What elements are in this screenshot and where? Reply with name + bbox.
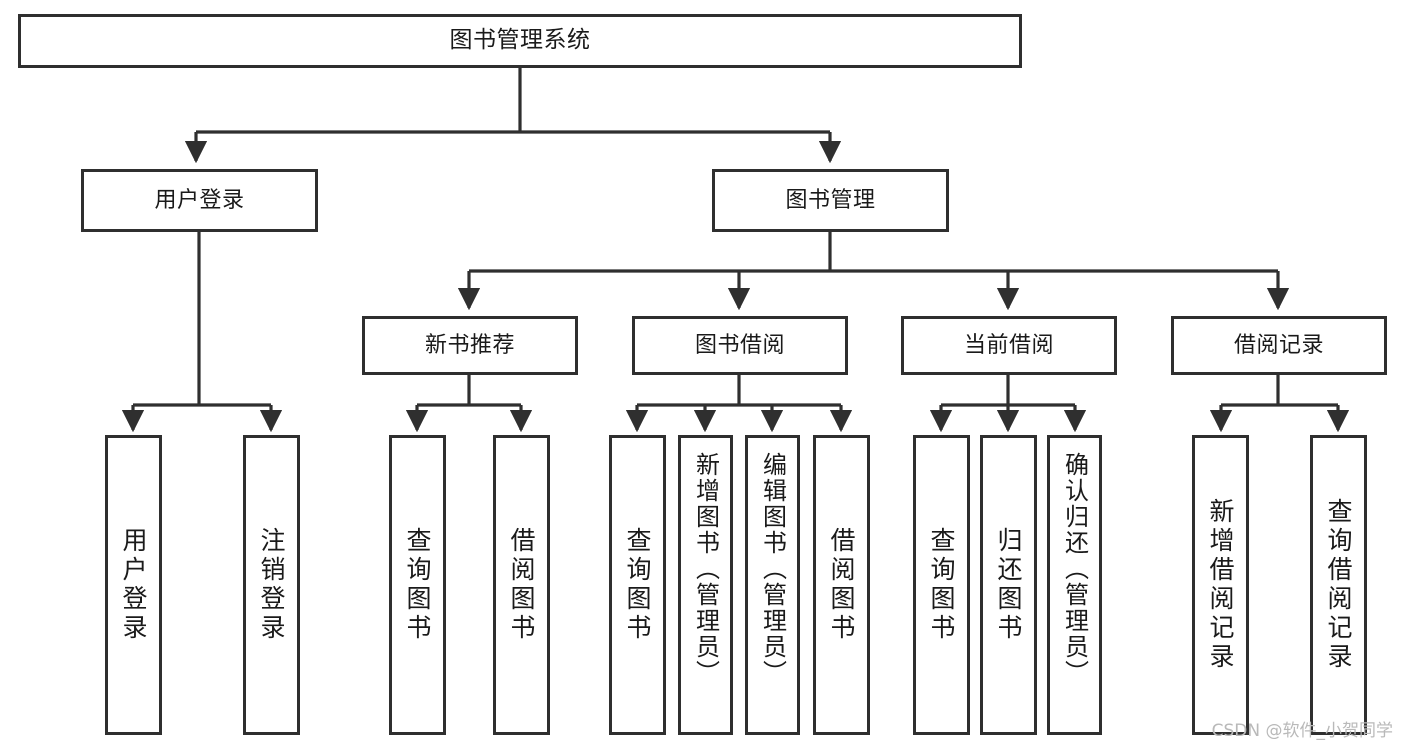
node-label: 图书借阅	[694, 332, 785, 358]
node-label: 编辑图书（管理员）	[758, 452, 787, 686]
leaf-query-borrow-record[interactable]: 查询借阅记录	[1310, 435, 1367, 735]
leaf-edit-book-admin[interactable]: 编辑图书（管理员）	[745, 435, 800, 735]
leaf-logout[interactable]: 注销登录	[243, 435, 300, 735]
leaf-query-book-borrow[interactable]: 查询图书	[609, 435, 666, 735]
leaf-borrow-book[interactable]: 借阅图书	[813, 435, 870, 735]
node-label: 用户登录	[119, 527, 148, 643]
node-label: 查询图书	[623, 527, 652, 643]
node-label: 图书管理	[785, 187, 876, 213]
leaf-user-login[interactable]: 用户登录	[105, 435, 162, 735]
node-book-management[interactable]: 图书管理	[712, 169, 949, 232]
node-label: 归还图书	[994, 527, 1023, 643]
leaf-query-book-current[interactable]: 查询图书	[913, 435, 970, 735]
node-label: 查询图书	[403, 527, 432, 643]
node-book-borrow[interactable]: 图书借阅	[632, 316, 848, 375]
node-current-borrow[interactable]: 当前借阅	[901, 316, 1117, 375]
node-label: 查询图书	[927, 527, 956, 643]
node-user-login[interactable]: 用户登录	[81, 169, 318, 232]
leaf-borrow-book-recommend[interactable]: 借阅图书	[493, 435, 550, 735]
node-label: 确认归还（管理员）	[1060, 452, 1089, 686]
node-label: 新增借阅记录	[1206, 498, 1235, 672]
node-new-book-recommend[interactable]: 新书推荐	[362, 316, 578, 375]
leaf-return-book[interactable]: 归还图书	[980, 435, 1037, 735]
node-label: 当前借阅	[963, 332, 1054, 358]
leaf-add-book-admin[interactable]: 新增图书（管理员）	[678, 435, 733, 735]
leaf-add-borrow-record[interactable]: 新增借阅记录	[1192, 435, 1249, 735]
node-label: 图书管理系统	[449, 27, 591, 54]
leaf-query-book-recommend[interactable]: 查询图书	[389, 435, 446, 735]
node-root-system[interactable]: 图书管理系统	[18, 14, 1022, 68]
node-label: 新书推荐	[424, 332, 515, 358]
node-label: 注销登录	[257, 527, 286, 643]
leaf-confirm-return-admin[interactable]: 确认归还（管理员）	[1047, 435, 1102, 735]
node-label: 借阅记录	[1233, 332, 1324, 358]
node-label: 用户登录	[154, 187, 245, 213]
node-label: 借阅图书	[507, 527, 536, 643]
node-label: 新增图书（管理员）	[691, 452, 720, 686]
node-label: 查询借阅记录	[1324, 498, 1353, 672]
node-borrow-record[interactable]: 借阅记录	[1171, 316, 1387, 375]
node-label: 借阅图书	[827, 527, 856, 643]
